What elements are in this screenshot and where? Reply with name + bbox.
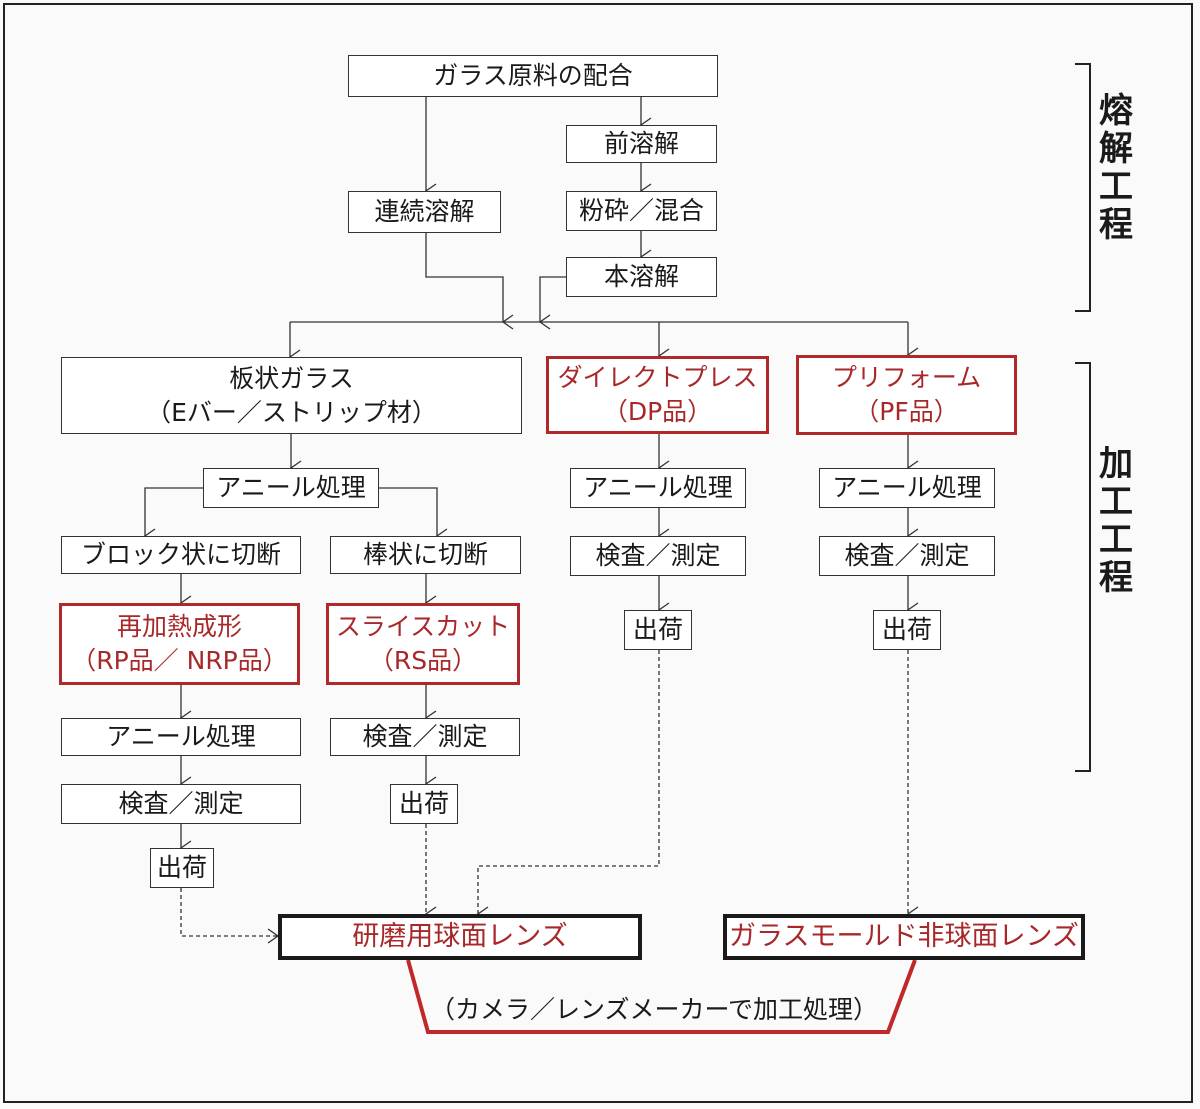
reheat-box: 再加熱成形 （RP品／ NRP品） [59, 603, 300, 685]
inspect-box-pf: 検査／測定 [819, 536, 995, 576]
spherical-lens-box: 研磨用球面レンズ [278, 914, 642, 960]
preform-title: プリフォーム [831, 363, 982, 392]
block-cut-box: ブロック状に切断 [61, 536, 301, 574]
direct-press-title: ダイレクトプレス [557, 363, 758, 392]
slice-cut-box: スライスカット （RS品） [326, 603, 520, 685]
arrow [425, 233, 503, 322]
anneal-box-pf: アニール処理 [819, 468, 995, 508]
anneal-box-block: アニール処理 [61, 718, 301, 756]
arrow [540, 276, 566, 322]
main-melt-box: 本溶解 [566, 257, 717, 297]
anneal-box-dp: アニール処理 [570, 468, 746, 508]
plate-glass-title: 板状ガラス [229, 363, 354, 393]
dashed-arrow [478, 650, 660, 914]
reheat-subtitle: （RP品／ NRP品） [71, 646, 288, 675]
arrow [379, 487, 437, 536]
crush-mix-box: 粉砕／混合 [566, 191, 717, 231]
inspect-box-block: 検査／測定 [61, 784, 301, 824]
ship-box-rod: 出荷 [390, 784, 458, 824]
raw-material-box: ガラス原料の配合 [348, 55, 718, 97]
stage-label-melting: 熔解工程 [1099, 91, 1133, 245]
bracket-melting [1075, 63, 1091, 312]
caption-bracket [406, 959, 917, 1034]
rod-cut-box: 棒状に切断 [330, 536, 521, 574]
pre-melt-box: 前溶解 [566, 125, 717, 163]
aspherical-lens-box: ガラスモールド非球面レンズ [723, 914, 1085, 960]
plate-glass-subtitle: （Eバー／ストリップ材） [146, 397, 437, 427]
preform-subtitle: （PF品） [854, 397, 959, 426]
reheat-title: 再加熱成形 [116, 612, 242, 641]
stage-label-processing: 加工工程 [1099, 444, 1133, 598]
inspect-box-rod: 検査／測定 [330, 718, 520, 756]
plate-glass-box: 板状ガラス （Eバー／ストリップ材） [61, 357, 522, 434]
inspect-box-dp: 検査／測定 [570, 536, 746, 576]
dashed-arrow [180, 888, 278, 936]
outer-frame [3, 3, 1193, 1103]
ship-box-block: 出荷 [150, 848, 214, 888]
bracket-processing [1075, 362, 1091, 772]
continuous-melt-box: 連続溶解 [348, 191, 501, 233]
maker-processing-caption: （カメラ／レンズメーカーで加工処理） [430, 995, 879, 1024]
slice-cut-title: スライスカット [335, 612, 511, 641]
anneal-box-plate: アニール処理 [203, 468, 379, 508]
preform-box: プリフォーム （PF品） [796, 355, 1017, 435]
slice-cut-subtitle: （RS品） [368, 646, 478, 675]
direct-press-box: ダイレクトプレス （DP品） [546, 356, 769, 434]
ship-box-pf: 出荷 [873, 610, 941, 650]
direct-press-subtitle: （DP品） [602, 397, 713, 426]
ship-box-dp: 出荷 [624, 610, 692, 650]
arrow [145, 487, 203, 536]
